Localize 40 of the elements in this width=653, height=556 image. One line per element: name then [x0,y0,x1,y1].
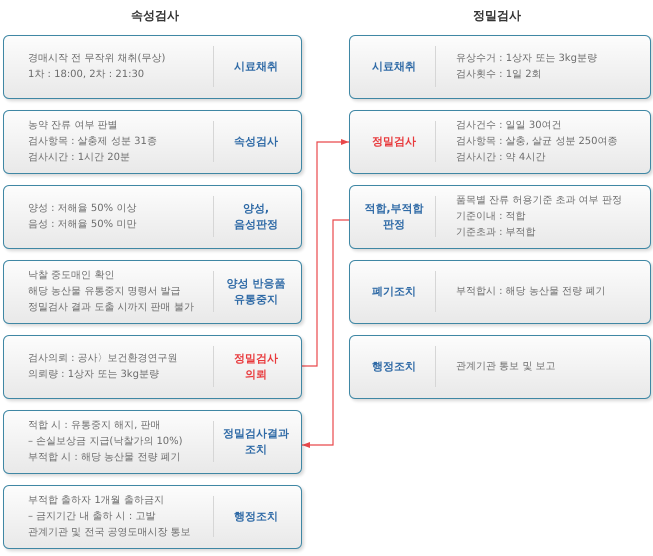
step-description: 낙찰 중도매인 확인 해당 농산물 유통중지 명령서 발급 정밀검사 결과 도출 시까지 판매 불가 [28,268,194,314]
step-box [349,335,651,399]
step-box [349,110,651,174]
step-description: 부적합시 : 해당 농산물 전량 폐기 [456,284,606,298]
connector-arrow [302,219,349,448]
column-heading: 정밀검사 [473,8,521,24]
step-box [3,110,302,174]
step-title: 폐기조치 [372,284,416,300]
step-title: 시료채취 [234,58,278,74]
step-description: 양성 : 저해율 50% 이상 음성 : 저해율 50% 미만 [28,202,136,232]
step-box [3,485,302,549]
step-box [349,185,651,249]
step-description: 적합 시 : 유통중지 해지, 판매 – 손실보상금 지급(낙찰가의 10%) 부적합 시 : 해당 농산물 전량 폐기 [28,418,183,464]
step-description: 검사의뢰 : 공사〉보건환경연구원 의뢰량 : 1상자 또는 3kg분량 [28,352,178,382]
step-title: 행정조치 [234,508,278,524]
step-box [3,260,302,324]
step-description: 유상수거 : 1상자 또는 3kg분량 검사횟수 : 1일 2회 [456,52,597,82]
step-title: 양성 반응품 유통중지 [226,276,286,308]
step-box [3,335,302,399]
step-title: 적합,부적합 판정 [364,200,424,232]
step-description: 품목별 잔류 허용기준 초과 여부 판정 기준이내 : 적합 기준초과 : 부적합 [456,194,622,240]
step-title: 정밀검사 의뢰 [234,350,278,382]
step-title: 정밀검사결과 조치 [223,426,289,458]
step-title: 행정조치 [372,358,416,374]
step-title: 정밀검사 [372,134,416,150]
step-description: 검사건수 : 일일 30여건 검사항목 : 살충, 살균 성분 250여종 검사시간 : 약 4시간 [456,118,618,164]
connector-arrow [302,139,349,367]
step-title: 속성검사 [234,134,278,150]
step-description: 경매시작 전 무작위 채취(무상) 1차 : 18:00, 2차 : 21:30 [28,52,166,82]
step-title: 시료채취 [372,58,416,74]
step-box [3,185,302,249]
step-description: 관계기관 통보 및 보고 [456,360,556,374]
step-description: 농약 잔류 여부 판별 검사항목 : 살충제 성분 31종 검사시간 : 1시간 20분 [28,118,157,164]
step-box [349,35,651,99]
step-box [3,35,302,99]
step-box [349,260,651,324]
step-box [3,410,302,474]
step-title: 양성, 음성판정 [234,200,278,232]
step-description: 부적합 출하자 1개월 출하금지 – 금지기간 내 출하 시 : 고발 관계기관 및 전국 공영도매시장 통보 [28,494,191,540]
column-heading: 속성검사 [131,8,179,24]
